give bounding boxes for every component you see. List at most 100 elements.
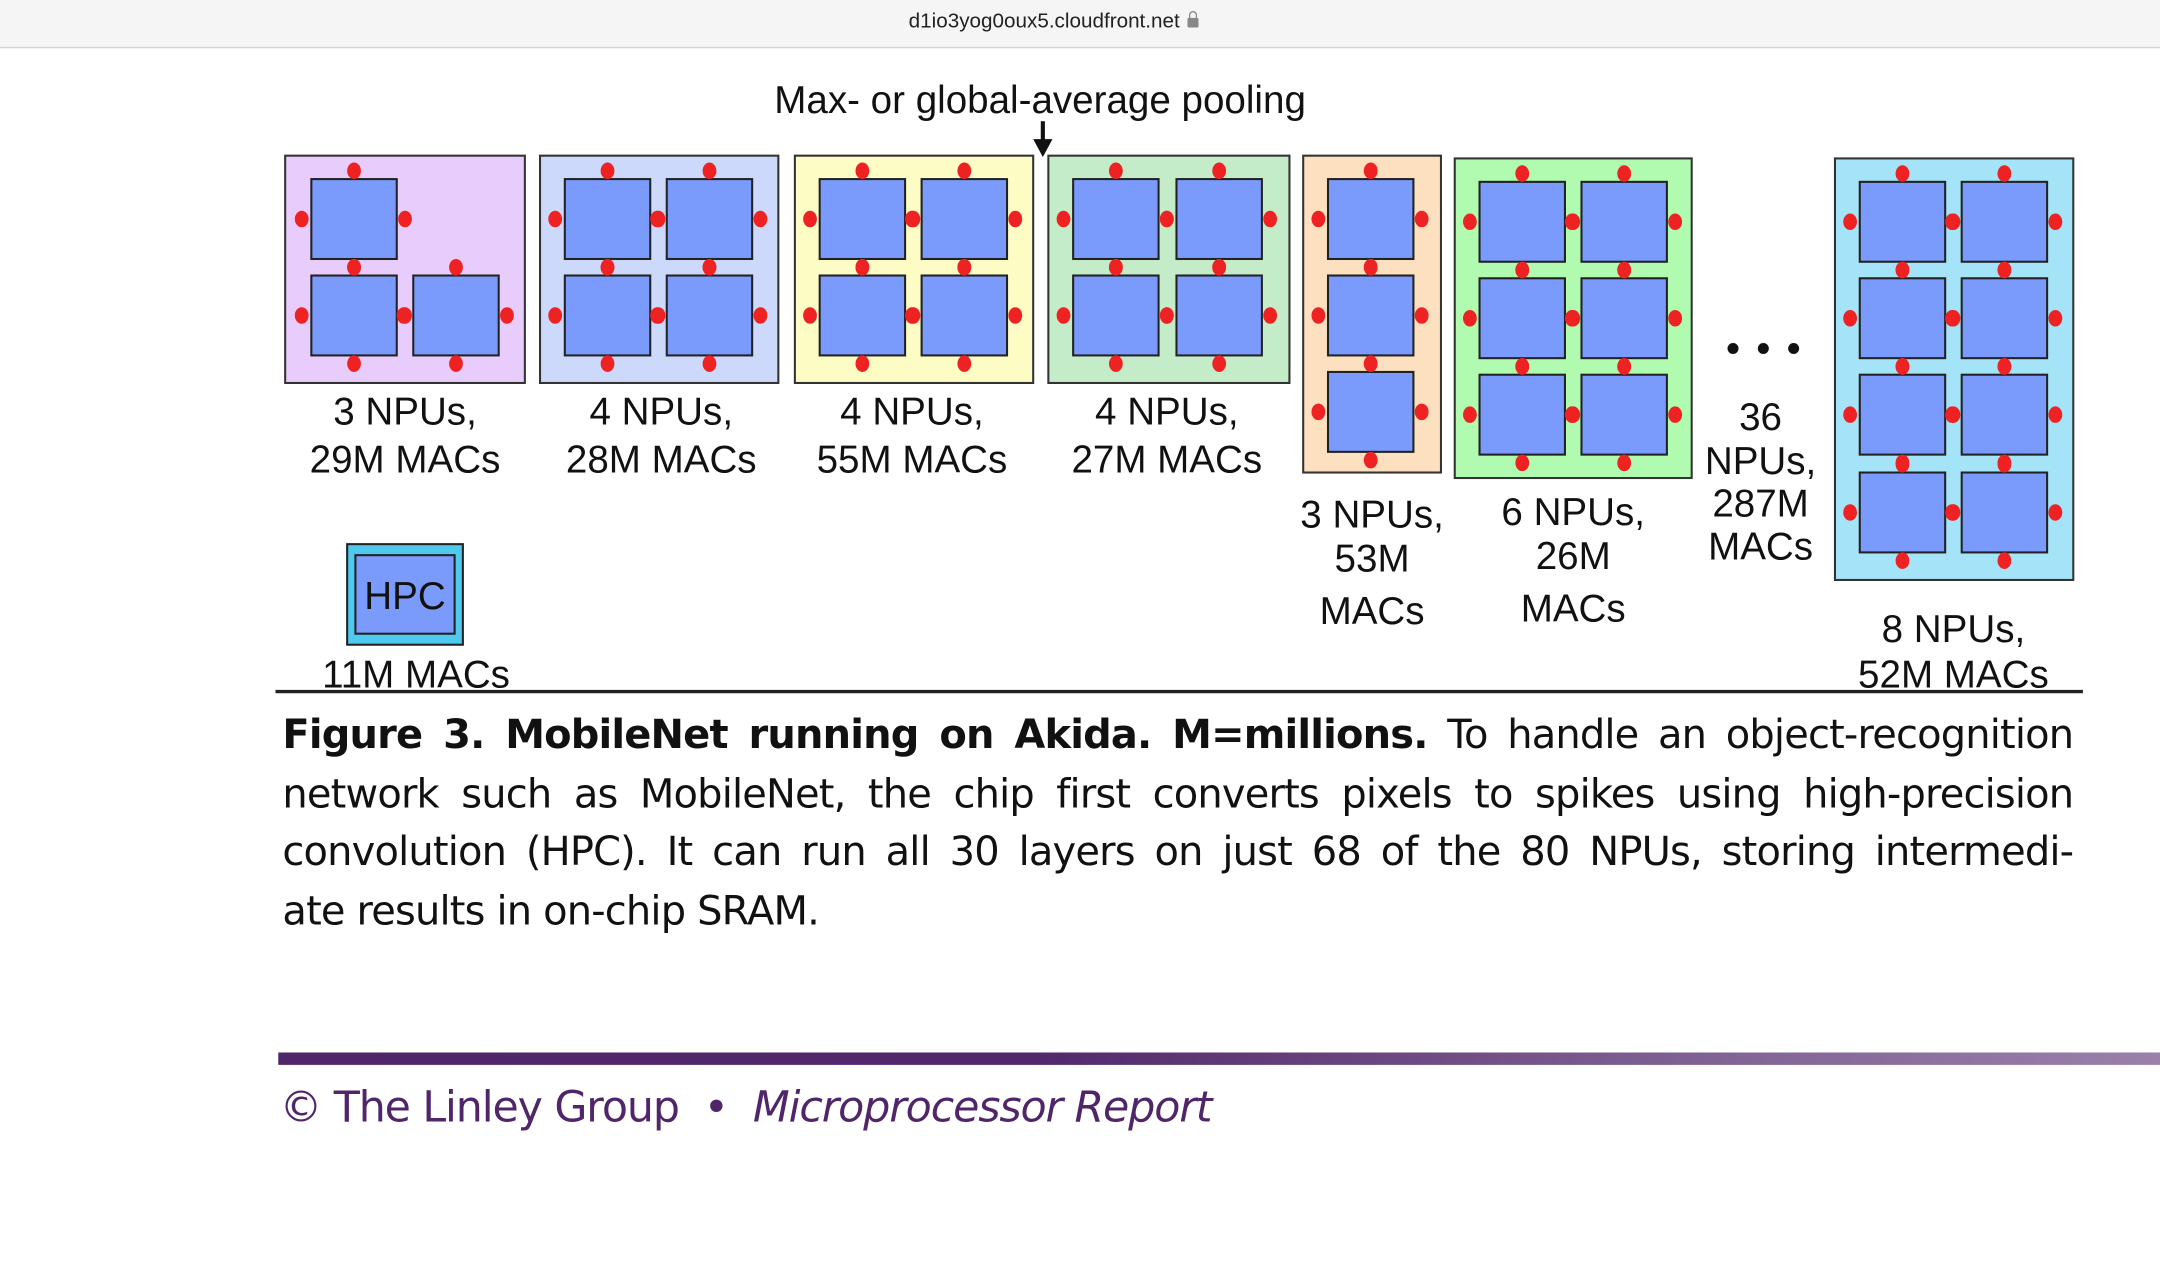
- spike-dot: [1895, 165, 1910, 182]
- spike-dot: [957, 162, 972, 180]
- spike-dot: [1617, 261, 1632, 279]
- browser-address-bar[interactable]: d1io3yog0oux5.cloudfront.net: [0, 0, 2160, 49]
- spike-dot: [1997, 552, 2012, 569]
- spike-dot: [1311, 403, 1326, 421]
- npu-square: [563, 274, 652, 357]
- spike-dot: [1945, 309, 1959, 327]
- group-label: 53M: [1335, 538, 1410, 581]
- npu-square: [1478, 277, 1566, 360]
- npu-square: [665, 178, 754, 261]
- spike-dot: [1997, 358, 2012, 375]
- group-label: 4 NPUs,: [840, 390, 984, 433]
- spike-dot: [396, 307, 411, 324]
- npu-square: [1175, 274, 1263, 357]
- spike-dot: [1843, 213, 1858, 231]
- npu-square: [412, 274, 500, 357]
- ellipsis-dot: [1757, 343, 1769, 355]
- spike-dot: [1945, 213, 1959, 231]
- spike-dot: [1997, 165, 2012, 182]
- pooling-annotation: Max- or global-average pooling: [774, 79, 1306, 122]
- spike-dot: [1843, 406, 1858, 423]
- url-display[interactable]: d1io3yog0oux5.cloudfront.net: [0, 10, 2108, 33]
- hpc-macs-label: 11M MACs: [322, 653, 510, 696]
- spike-dot: [347, 258, 361, 276]
- group-label: MACs: [1708, 525, 1813, 568]
- lock-icon: [1188, 11, 1200, 28]
- spike-dot: [957, 355, 972, 372]
- spike-dot: [1263, 210, 1278, 228]
- spike-dot: [1515, 358, 1530, 375]
- spike-dot: [1895, 455, 1910, 473]
- npu-square: [563, 178, 652, 261]
- spike-dot: [702, 162, 717, 180]
- spike-dot: [1564, 309, 1579, 327]
- spike-dot: [753, 307, 768, 324]
- npu-square: [1858, 471, 1947, 554]
- spike-dot: [600, 258, 615, 276]
- spike-dot: [1056, 210, 1071, 228]
- npu-square: [1858, 373, 1947, 456]
- spike-dot: [1668, 309, 1683, 327]
- footer-credit: © The Linley Group • Microprocessor Repo…: [279, 1082, 1213, 1133]
- npu-square: [1072, 178, 1160, 261]
- spike-dot: [600, 162, 615, 180]
- spike-dot: [753, 210, 768, 228]
- group-label: 26M: [1536, 535, 1611, 578]
- bullet: •: [703, 1082, 729, 1133]
- hpc-unit: [354, 554, 456, 635]
- spike-dot: [1843, 309, 1858, 327]
- spike-dot: [855, 355, 870, 372]
- npu-square: [920, 274, 1009, 357]
- spike-dot: [1008, 307, 1023, 324]
- spike-dot: [1212, 162, 1227, 180]
- caption-title: Figure 3. MobileNet running on Akida. M=…: [282, 710, 1428, 758]
- npu-square: [1175, 178, 1263, 261]
- copyright-text: © The Linley Group: [279, 1082, 680, 1133]
- group-label: 28M MACs: [566, 439, 757, 482]
- spike-dot: [1108, 162, 1123, 180]
- npu-square: [1478, 180, 1566, 263]
- spike-dot: [600, 355, 615, 372]
- spike-dot: [1895, 261, 1910, 279]
- spike-dot: [1414, 210, 1429, 228]
- group-label: 29M MACs: [310, 439, 501, 482]
- spike-dot: [650, 307, 665, 324]
- spike-dot: [957, 258, 972, 276]
- npu-square: [1960, 180, 2049, 263]
- spike-dot: [1212, 258, 1227, 276]
- spike-dot: [1311, 307, 1326, 324]
- spike-dot: [548, 210, 563, 228]
- spike-dot: [548, 307, 563, 324]
- spike-dot: [1311, 210, 1326, 228]
- spike-dot: [347, 162, 361, 180]
- spike-dot: [2048, 406, 2063, 423]
- npu-square: [1326, 370, 1415, 453]
- spike-dot: [1463, 309, 1477, 327]
- ellipsis-dot: [1788, 343, 1800, 355]
- npu-square: [1858, 180, 1947, 263]
- spike-dot: [1515, 261, 1530, 279]
- spike-dot: [1108, 258, 1123, 276]
- spike-dot: [855, 258, 870, 276]
- spike-dot: [1997, 455, 2012, 473]
- spike-dot: [1843, 504, 1858, 521]
- spike-dot: [1945, 406, 1959, 423]
- spike-dot: [1945, 504, 1959, 521]
- spike-dot: [905, 210, 919, 228]
- group-label: MACs: [1521, 587, 1626, 630]
- npu-square: [1072, 274, 1160, 357]
- footer-rule: [278, 1052, 2160, 1065]
- spike-dot: [1363, 451, 1378, 469]
- spike-dot: [1617, 165, 1632, 182]
- spike-dot: [1564, 213, 1579, 231]
- group-label: 52M MACs: [1858, 653, 2049, 696]
- spike-dot: [1515, 165, 1530, 182]
- group-label: 55M MACs: [817, 439, 1008, 482]
- spike-dot: [2048, 213, 2063, 231]
- url-text: d1io3yog0oux5.cloudfront.net: [908, 9, 1180, 34]
- spike-dot: [1668, 213, 1683, 231]
- group-label: NPUs,: [1705, 440, 1816, 483]
- spike-dot: [803, 210, 817, 228]
- spike-dot: [347, 355, 361, 372]
- group-label: 8 NPUs,: [1882, 608, 2026, 651]
